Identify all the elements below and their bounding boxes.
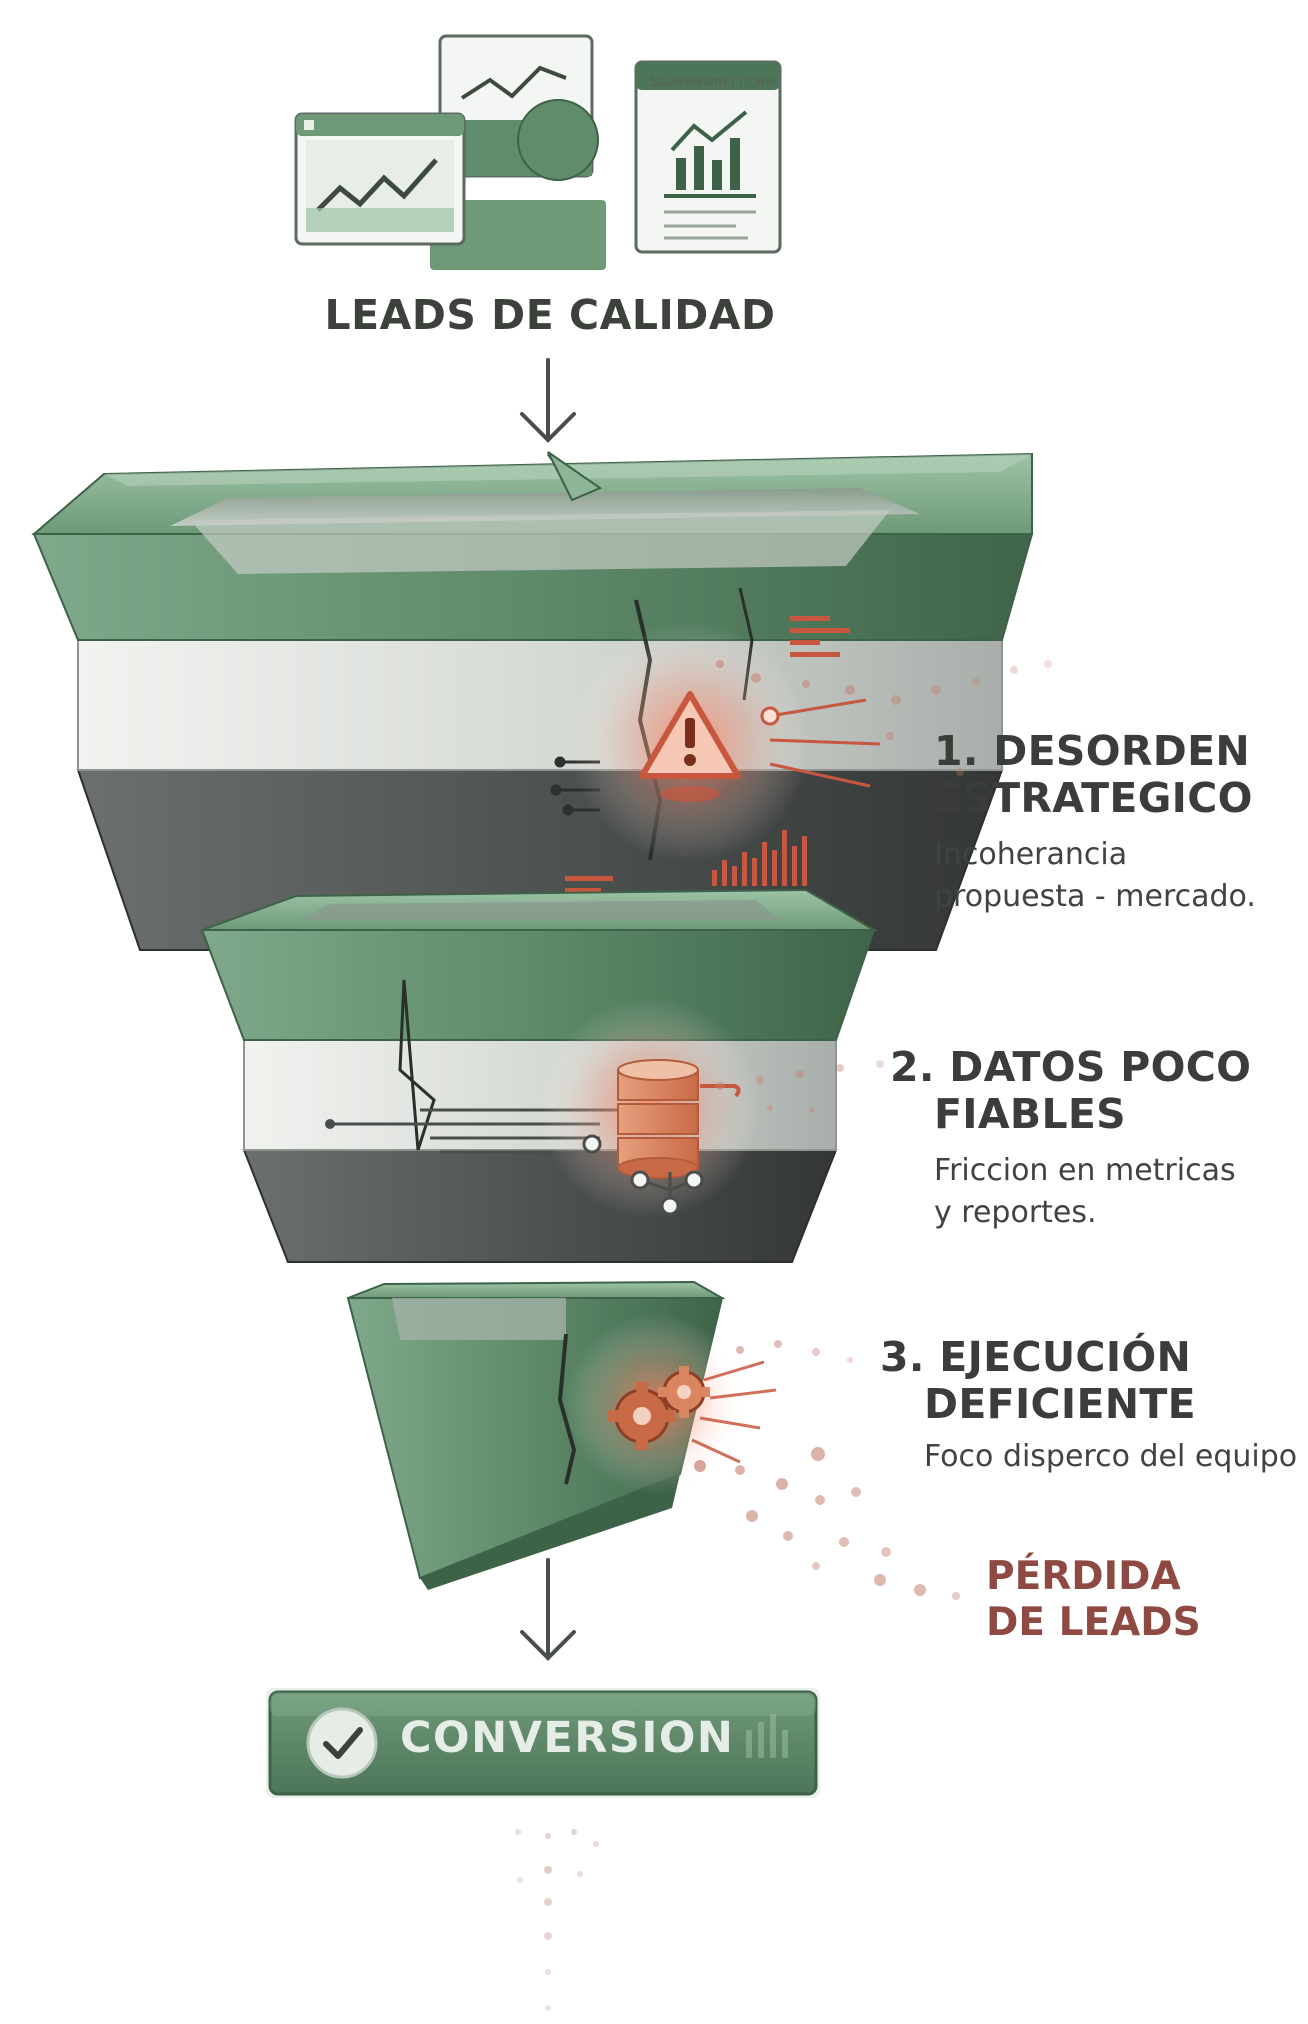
- step-1-title: 1. DESORDEN: [934, 727, 1251, 775]
- down-arrow-bottom-icon: [520, 1558, 576, 1661]
- dashboard-cluster: [294, 34, 782, 270]
- step-2-desc: Friccion en metricas: [934, 1153, 1236, 1188]
- step-1-label: 1. DESORDEN ESTRATEGICO Incoherancia pro…: [934, 728, 1256, 918]
- step-1-desc: Incoherancia: [934, 837, 1128, 872]
- step-3-title-line2: DEFICIENTE: [924, 1380, 1196, 1428]
- leak-particles: [694, 660, 1052, 1600]
- report-screen: [634, 60, 782, 254]
- step-2-label: 2. DATOS POCO FIABLES Friccion en metric…: [890, 1044, 1251, 1234]
- lead-loss-label: PÉRDIDA DE LEADS: [986, 1554, 1201, 1646]
- step-3-label: 3. EJECUCIÓN DEFICIENTE Foco disperco de…: [880, 1334, 1297, 1478]
- warning-signal-lines: [760, 698, 881, 788]
- step-1-desc-line2: propuesta - mercado.: [934, 879, 1256, 914]
- lead-loss-line1: PÉRDIDA: [986, 1554, 1181, 1599]
- database-icon: [617, 1059, 741, 1179]
- leads-title: LEADS DE CALIDAD: [324, 291, 776, 339]
- step-2-title-line2: FIABLES: [934, 1090, 1127, 1138]
- lead-loss-line2: DE LEADS: [986, 1600, 1201, 1645]
- step-1-title-line2: ESTRATEGICO: [934, 774, 1253, 822]
- conversion-label: CONVERSION: [400, 1713, 735, 1763]
- funnel-stage-2: [200, 888, 878, 1263]
- warning-icon: [639, 691, 741, 802]
- conversion-bar: [266, 1688, 820, 1798]
- drip-particles: [515, 1829, 599, 2011]
- step-2-title: 2. DATOS POCO: [890, 1043, 1252, 1091]
- report-screen-title: Stuotewwm | ncww: [650, 75, 776, 90]
- step-3-desc: Foco disperco del equipo: [924, 1439, 1298, 1474]
- check-icon: [306, 1707, 378, 1779]
- down-arrow-top-icon: [520, 358, 576, 443]
- step-2-desc-line2: y reportes.: [934, 1195, 1097, 1230]
- step-3-title: 3. EJECUCIÓN: [880, 1333, 1192, 1381]
- funnel-stage-1: [31, 451, 1034, 951]
- gears-icon: [608, 1366, 710, 1450]
